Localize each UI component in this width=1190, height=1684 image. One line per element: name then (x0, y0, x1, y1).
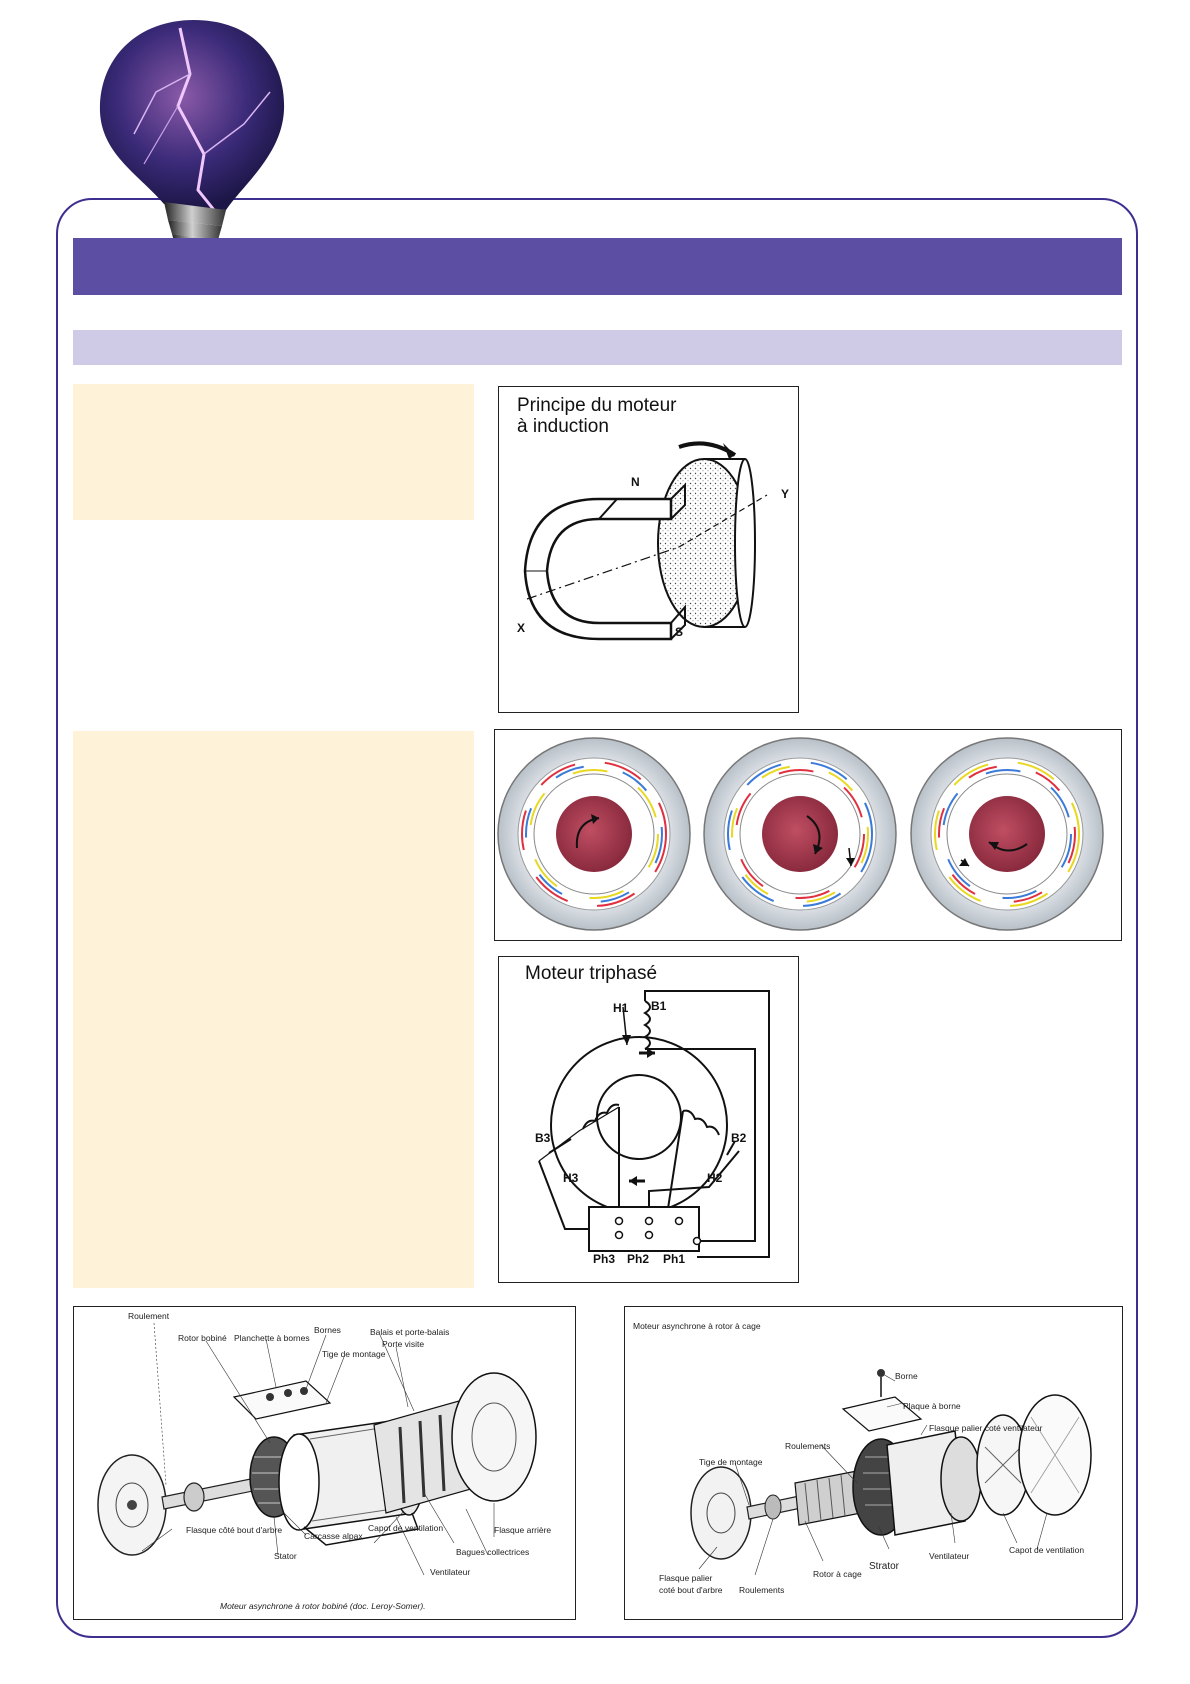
figure-induction-title: Principe du moteur à induction (517, 395, 676, 437)
label-ph2: Ph2 (627, 1252, 650, 1266)
three-phase-wiring-drawing (538, 990, 770, 1258)
label-rotor-cage: Rotor à cage (813, 1569, 862, 1579)
figure-triphase-title: Moteur triphasé (525, 963, 658, 984)
label-b3: B3 (535, 1131, 551, 1145)
label-n: N (631, 475, 640, 489)
figure-wound-rotor-caption: Moteur asynchrone à rotor bobiné (doc. L… (220, 1601, 426, 1611)
label-flasque-arriere: Flasque arrière (494, 1525, 552, 1535)
stator-diagram-2 (703, 737, 897, 931)
stator-diagram-3 (910, 737, 1104, 931)
label-plaque: Plaque à borne (903, 1401, 961, 1411)
label-roulements-bottom: Roulements (739, 1585, 785, 1595)
label-x: X (517, 621, 526, 635)
text-block-1 (73, 384, 474, 520)
label-capot: Capot de ventilation (368, 1523, 444, 1533)
label-flasque-ventilateur: Flasque palier coté ventilateur (929, 1423, 1043, 1433)
figure-wound-rotor-motor: Roulement Rotor bobiné Planchette à born… (73, 1306, 576, 1620)
figure-three-phase-motor: Moteur triphasé H1 B1 B3 H3 B (498, 956, 799, 1283)
label-s: S (675, 625, 684, 639)
cage-rotor-exploded-drawing (690, 1369, 1092, 1576)
label-b2: B2 (731, 1131, 747, 1145)
label-ph3: Ph3 (593, 1252, 616, 1266)
wound-rotor-exploded-drawing (97, 1322, 537, 1576)
label-roulement: Roulement (128, 1311, 170, 1321)
label-bornes: Bornes (314, 1325, 341, 1335)
figure-induction-principle: Principe du moteur à induction N Y X S (498, 386, 799, 713)
label-capot: Capot de ventilation (1009, 1545, 1085, 1555)
label-tige: Tige de montage (699, 1457, 763, 1467)
lightbulb-icon (94, 14, 294, 276)
figure-induction-title-line2: à induction (517, 416, 609, 437)
figure-cage-rotor-motor: Moteur asynchrone à rotor à cage (624, 1306, 1123, 1620)
figure-induction-title-line1: Principe du moteur (517, 395, 677, 416)
magnet-disc-drawing (523, 441, 768, 641)
stator-diagram-1 (497, 737, 691, 931)
label-cote-bout: coté bout d'arbre (659, 1585, 723, 1595)
label-h1: H1 (613, 1001, 629, 1015)
figure-rotating-field (494, 729, 1122, 941)
label-tige: Tige de montage (322, 1349, 386, 1359)
page-frame (56, 198, 1138, 1638)
label-b1: B1 (651, 999, 667, 1013)
label-ph1: Ph1 (663, 1252, 686, 1266)
label-flasque: Flasque côté bout d'arbre (186, 1525, 283, 1535)
label-bagues: Bagues collectrices (456, 1547, 530, 1557)
label-stator: Strator (869, 1561, 900, 1572)
label-planchette: Planchette à bornes (234, 1333, 310, 1343)
label-ventilateur: Ventilateur (430, 1567, 471, 1577)
label-h2: H2 (707, 1171, 723, 1185)
label-y: Y (781, 487, 790, 501)
label-flasque-palier: Flasque palier (659, 1573, 713, 1583)
label-stator: Stator (274, 1551, 297, 1561)
figure-cage-rotor-heading: Moteur asynchrone à rotor à cage (633, 1321, 761, 1331)
label-borne: Borne (895, 1371, 918, 1381)
label-h3: H3 (563, 1171, 579, 1185)
label-porte-visite: Porte visite (382, 1339, 425, 1349)
title-bar (73, 238, 1122, 295)
label-rotor-bobine: Rotor bobiné (178, 1333, 227, 1343)
text-block-2 (73, 731, 474, 1288)
label-balais: Balais et porte-balais (370, 1327, 450, 1337)
label-ventilateur: Ventilateur (929, 1551, 970, 1561)
label-carcasse: Carcasse alpax (304, 1531, 363, 1541)
subtitle-bar (73, 330, 1122, 365)
label-roulements-top: Roulements (785, 1441, 831, 1451)
